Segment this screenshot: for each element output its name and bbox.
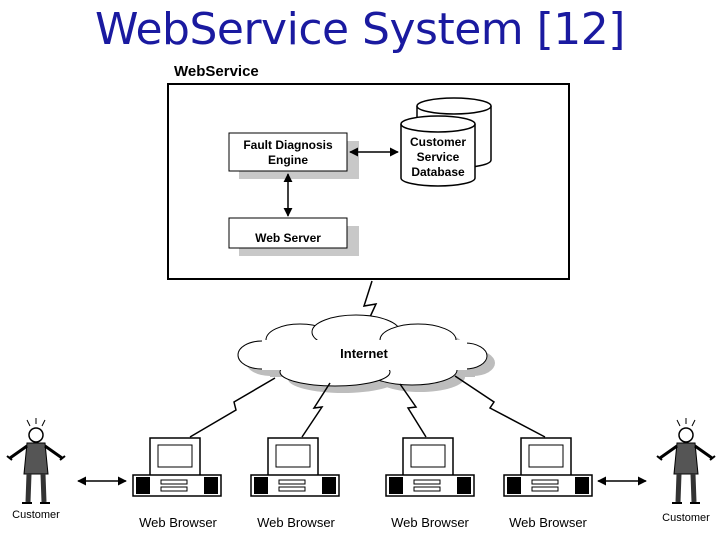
slide-title: WebService System [12]: [95, 4, 625, 55]
internet-client-link-2: [301, 382, 331, 438]
internet-client-link-3: [399, 383, 427, 438]
fault-diagnosis-engine-box: Fault Diagnosis Engine: [228, 132, 359, 179]
web-browser-computer-1: [132, 437, 222, 497]
internet-label: Internet: [340, 346, 388, 361]
webservice-label: WebService: [174, 63, 259, 80]
customer-label-left: Customer: [12, 509, 60, 521]
fault-engine-line2: Engine: [268, 153, 308, 167]
internet-client-link-1: [189, 377, 276, 438]
database-line3: Database: [411, 165, 465, 179]
web-server-label: Web Server: [255, 231, 321, 245]
database-line2: Service: [417, 150, 460, 164]
webservice-container: [167, 83, 570, 280]
customer-person-icon-left: [6, 418, 66, 504]
web-browser-label-2: Web Browser: [257, 515, 335, 530]
customer-person-icon-right: [656, 418, 716, 504]
web-browser-computer-3: [385, 437, 475, 497]
fault-engine-line1: Fault Diagnosis: [243, 138, 333, 152]
internet-cloud: Internet: [237, 314, 495, 393]
database-line1: Customer: [410, 135, 466, 149]
web-server-box: Web Server: [228, 217, 359, 256]
customer-label-right: Customer: [662, 512, 710, 524]
web-browser-computer-2: [250, 437, 340, 497]
web-browser-label-4: Web Browser: [509, 515, 587, 530]
web-browser-label-1: Web Browser: [139, 515, 217, 530]
internet-client-link-4: [454, 375, 546, 438]
web-browser-label-3: Web Browser: [391, 515, 469, 530]
customer-service-database-icon: Customer Service Database: [400, 97, 492, 187]
web-browser-computer-4: [503, 437, 593, 497]
